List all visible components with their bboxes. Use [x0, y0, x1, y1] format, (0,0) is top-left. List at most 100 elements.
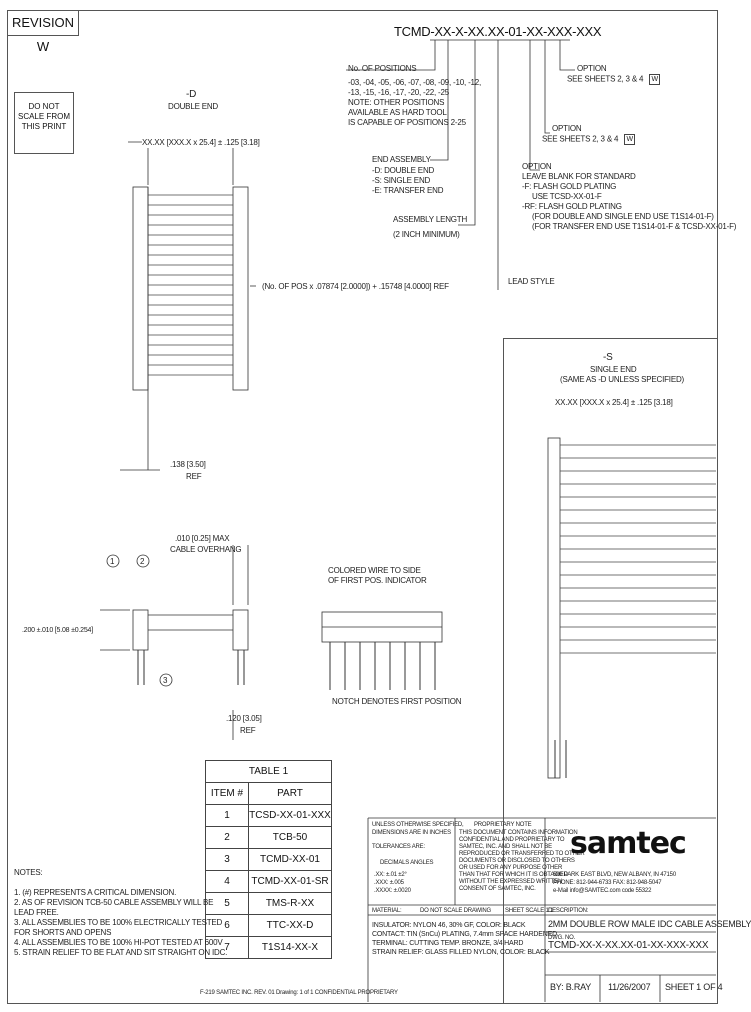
- prop-line-0: PROPRIETARY NOTE: [474, 822, 532, 828]
- positions-line-3: AVAILABLE AS HARD TOOL: [348, 108, 447, 117]
- dim-120: .120 [3.05]: [226, 714, 262, 723]
- dim-138-ref: REF: [186, 472, 202, 481]
- notes-title: NOTES:: [14, 868, 43, 877]
- option-3-line-5: (FOR TRANSFER END USE T1S14-01-F & TCSD-…: [532, 222, 737, 231]
- notes-line-2: LEAD FREE.: [14, 908, 59, 917]
- option-3-line-4: (FOR DOUBLE AND SINGLE END USE T1S14-01-…: [532, 212, 714, 221]
- dim-138: .138 [3.50]: [170, 460, 206, 469]
- overhang-dim: .010 [0.25] MAX: [175, 534, 230, 543]
- view-d-subtitle: DOUBLE END: [168, 102, 219, 111]
- tol-line-6: .XXXX: ±.0020: [374, 888, 411, 894]
- dim-120-ref: REF: [240, 726, 256, 735]
- callout-2: 2: [140, 557, 145, 566]
- colored-wire-line-0: COLORED WIRE TO SIDE: [328, 566, 421, 575]
- end-assembly-line-1: -S: SINGLE END: [372, 176, 431, 185]
- sheet-field: SHEET 1 OF 4: [665, 982, 723, 992]
- tol-line-3: DECIMALS ANGLES: [380, 860, 434, 866]
- view-s-title: -S: [603, 352, 613, 363]
- view-d-title: -D: [186, 89, 197, 100]
- part-number-title: TCMD-XX-X-XX.XX-01-XX-XXX-XXX: [394, 24, 602, 39]
- table-cell: TCMD-XX-01: [248, 848, 332, 871]
- tol-line-0: UNLESS OTHERWISE SPECIFIED,: [372, 822, 464, 828]
- company-address-2: e-Mail info@SAMTEC.com code 55322: [553, 888, 652, 894]
- tol-line-5: .XXX: ±.005: [374, 880, 404, 886]
- company-logo: samtec: [570, 826, 687, 861]
- company-address-0: 520 PARK EAST BLVD, NEW ALBANY, IN 47150: [553, 872, 676, 878]
- prop-line-3: SAMTEC, INC. AND SHALL NOT BE: [459, 844, 552, 850]
- option-3-line-2: USE TCSD-XX-01-F: [532, 192, 602, 201]
- overhang-label: CABLE OVERHANG: [170, 545, 242, 554]
- dwg-no-label: DWG. NO.: [548, 935, 576, 941]
- company-address-1: PHONE: 812-944-6733 FAX: 812-948-5047: [553, 880, 662, 886]
- table-cell: TCB-50: [248, 826, 332, 849]
- notes-line-5: 4. ALL ASSEMBLIES TO BE 100% HI-POT TEST…: [14, 938, 223, 947]
- option-3-line-0: LEAVE BLANK FOR STANDARD: [522, 172, 636, 181]
- callout-1: 1: [110, 557, 115, 566]
- table-cell: 2: [205, 826, 249, 849]
- prop-line-1: THIS DOCUMENT CONTAINS INFORMATION: [459, 830, 578, 836]
- description-value: 2MM DOUBLE ROW MALE IDC CABLE ASSEMBLY: [548, 919, 751, 929]
- notch-note: NOTCH DENOTES FIRST POSITION: [332, 697, 462, 706]
- table-cell: 3: [205, 848, 249, 871]
- footer-note: F-219 SAMTEC INC. REV. 01 Drawing: 1 of …: [200, 990, 398, 996]
- notes-line-6: 5. STRAIN RELIEF TO BE FLAT AND SIT STRA…: [14, 948, 228, 957]
- table-header-part: PART: [248, 782, 332, 805]
- date-field: 11/26/2007: [608, 982, 651, 992]
- notes-line-1: 2. AS OF REVISION TCB-50 CABLE ASSEMBLY …: [14, 898, 214, 907]
- option-3-label: OPTION: [522, 162, 552, 171]
- prop-line-7: THAN THAT FOR WHICH IT IS OBTAINED: [459, 872, 568, 878]
- prop-line-9: CONSENT OF SAMTEC, INC.: [459, 886, 536, 892]
- material-line-3: STRAIN RELIEF: GLASS FILLED NYLON, COLOR…: [372, 949, 550, 956]
- table-cell: TMS-R-XX: [248, 892, 332, 915]
- table-cell: T1S14-XX-X: [248, 936, 332, 959]
- table-cell: TCSD-XX-01-XXX: [248, 804, 332, 827]
- single-end-section: [503, 338, 717, 1003]
- view-d-dim: XX.XX [XXX.X x 25.4] ± .125 [3.18]: [142, 138, 260, 147]
- tol-line-1: DIMENSIONS ARE IN INCHES: [372, 830, 451, 836]
- option-3-line-3: -RF: FLASH GOLD PLATING: [522, 202, 622, 211]
- option-3-line-1: -F: FLASH GOLD PLATING: [522, 182, 617, 191]
- notes-line-0: 1. (#) REPRESENTS A CRITICAL DIMENSION.: [14, 888, 177, 897]
- sheet-scale: SHEET SCALE 1:1: [505, 908, 554, 914]
- notes-line-4: FOR SHORTS AND OPENS: [14, 928, 112, 937]
- positions-label: No. OF POSITIONS: [348, 64, 417, 73]
- drawing-frame: [7, 10, 718, 1004]
- material-line-2: TERMINAL: CUTTING TEMP. BRONZE, 3/4 HARD: [372, 940, 524, 947]
- parts-table-title: TABLE 1: [205, 760, 332, 783]
- view-s-note: (SAME AS -D UNLESS SPECIFIED): [560, 375, 685, 384]
- prop-line-8: WITHOUT THE EXPRESSED WRITTEN: [459, 879, 562, 885]
- callout-3: 3: [163, 676, 168, 685]
- option-2-label: OPTION: [552, 124, 582, 133]
- table-cell: 4: [205, 870, 249, 893]
- material-line-0: INSULATOR: NYLON 46, 30% GF, COLOR: BLAC…: [372, 922, 526, 929]
- notes-line-3: 3. ALL ASSEMBLIES TO BE 100% ELECTRICALL…: [14, 918, 223, 927]
- prop-line-5: DOCUMENTS OR DISCLOSED TO OTHERS: [459, 858, 575, 864]
- option-1-label: OPTION: [577, 64, 607, 73]
- table-cell: 1: [205, 804, 249, 827]
- prop-line-6: OR USED FOR ANY PURPOSE OTHER: [459, 865, 563, 871]
- description-label: DESCRIPTION:: [548, 908, 589, 914]
- table-cell: TCMD-XX-01-SR: [248, 870, 332, 893]
- scale-note: DO NOT SCALE DRAWING: [420, 908, 492, 914]
- do-not-scale-box: DO NOT SCALE FROM THIS PRINT: [14, 92, 74, 154]
- lead-style-label: LEAD STYLE: [508, 277, 555, 286]
- drawing-lines: [100, 39, 716, 1002]
- colored-wire-line-1: OF FIRST POS. INDICATOR: [328, 576, 427, 585]
- prop-line-4: REPRODUCED OR TRANSFERRED TO OTHER: [459, 851, 585, 857]
- dwg-no-value: TCMD-XX-X-XX.XX-01-XX-XXX-XXX: [548, 940, 709, 951]
- prop-line-2: CONFIDENTIAL AND PROPRIETARY TO: [459, 837, 565, 843]
- tol-line-2: TOLERANCES ARE:: [372, 844, 425, 850]
- assembly-length-label: ASSEMBLY LENGTH: [393, 215, 468, 224]
- by-field: BY: B.RAY: [550, 982, 592, 992]
- table-header-item: ITEM #: [205, 782, 249, 805]
- material-line-1: CONTACT: TIN (SnCu) PLATING, 7.4mm SPACE…: [372, 931, 557, 938]
- assembly-length-note: (2 INCH MINIMUM): [393, 230, 460, 239]
